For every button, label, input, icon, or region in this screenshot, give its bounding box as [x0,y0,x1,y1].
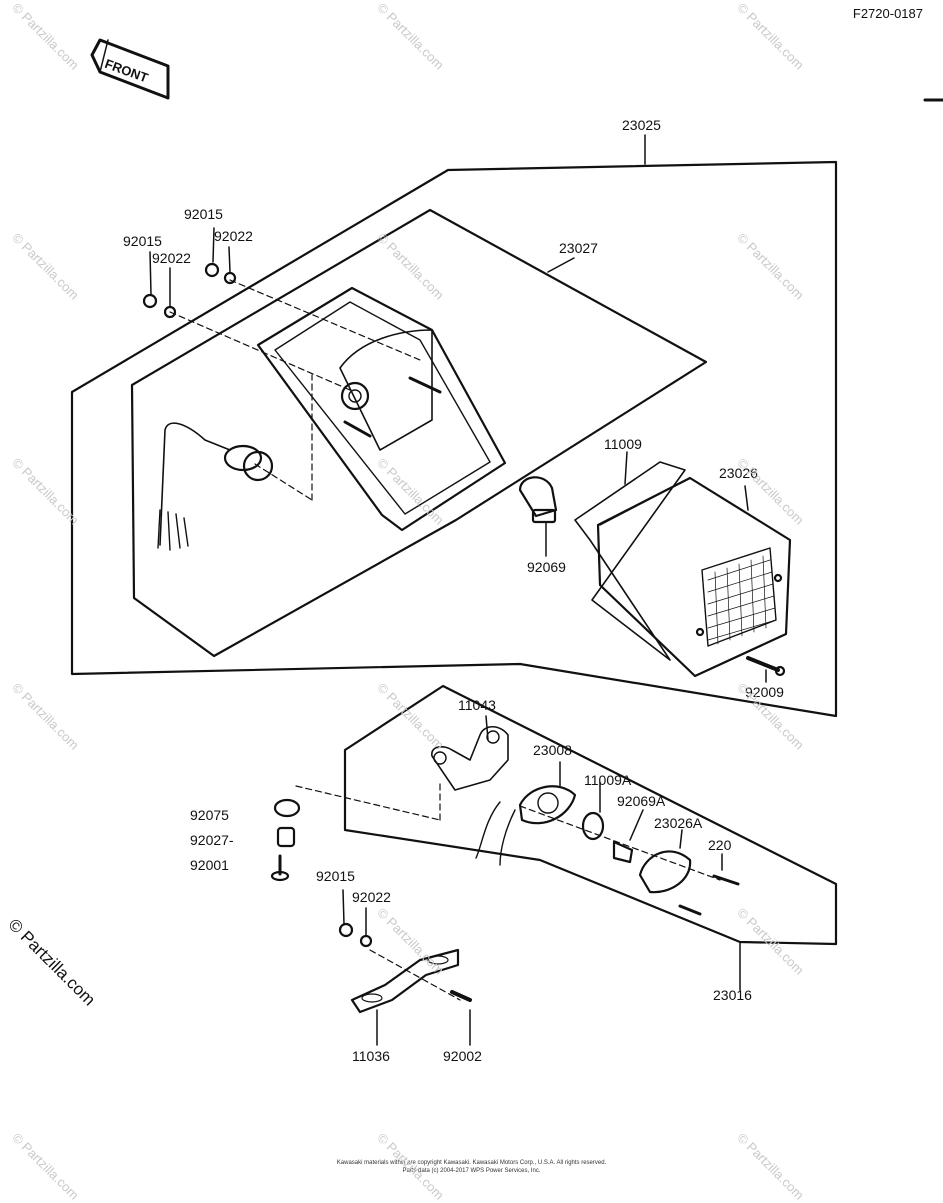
part-label-23008: 23008 [533,742,572,758]
part-label-23027: 23027 [559,240,598,256]
part-label-92027: 92027- [190,832,234,848]
nut-washer-top [142,262,237,319]
license-bracket-11036 [338,922,472,1014]
taillight-housing [256,286,507,532]
front-arrow-icon [90,38,170,100]
figure-number: F2720-0187 [852,6,923,21]
license-light-assembly [431,725,740,916]
copyright-line-2: Parts data (c) 2004-2017 WPS Power Servi… [402,1168,541,1174]
grommet-stack [270,798,301,882]
part-label-11009A: 11009A [584,772,632,788]
screw-92009 [746,656,786,677]
bulb-92069 [518,476,558,524]
part-label-92075: 92075 [190,807,229,823]
part-label-92015: 92015 [123,233,162,249]
part-label-92015: 92015 [184,206,223,222]
part-label-92009: 92009 [745,684,784,700]
part-label-11009: 11009 [604,436,642,452]
part-label-23025: 23025 [622,117,661,133]
part-label-92015: 92015 [316,868,355,884]
part-label-92022: 92022 [214,228,253,244]
part-label-23026: 23026 [719,465,758,481]
assembly-outline-23016 [343,684,838,946]
part-label-23026A: 23026A [654,815,703,831]
part-label-11036: 11036 [352,1048,390,1064]
lens-23026 [574,461,792,678]
copyright-line-1: Kawasaki materials within are copyright … [336,1160,607,1166]
part-label-23016: 23016 [713,987,752,1003]
part-label-92069A: 92069A [617,793,666,809]
part-label-11043: 11043 [458,697,496,713]
part-label-92002: 92002 [443,1048,482,1064]
part-label-92069: 92069 [527,559,566,575]
assembly-outline-23027 [130,208,708,658]
socket-wiring [157,422,274,551]
part-label-220: 220 [708,837,732,853]
part-label-92022: 92022 [352,889,391,905]
guide-lines [169,279,721,1001]
leader-lines [149,134,767,1046]
part-label-92022: 92022 [152,250,191,266]
assembly-outline-23025 [70,160,838,718]
part-label-92001: 92001 [190,857,229,873]
